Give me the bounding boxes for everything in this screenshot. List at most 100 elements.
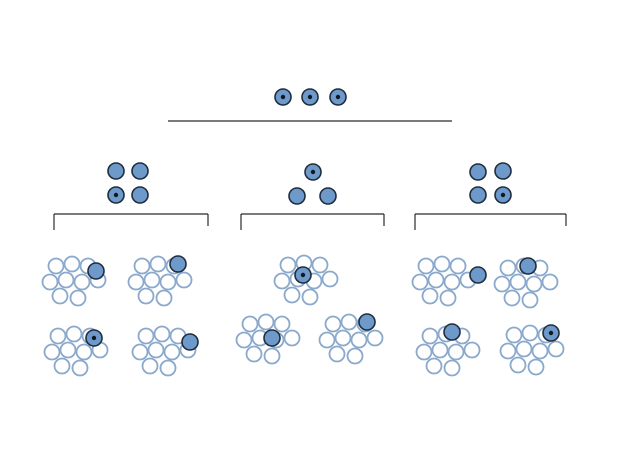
branch-2-group-2-ring-1 (241, 315, 259, 333)
branch-1-group-4-chosen-marble (181, 333, 199, 351)
branch-2-group-1-ring-1 (279, 256, 297, 274)
branch-1-group-2-ring-1 (133, 257, 151, 275)
branch-1-group-1-ring-1 (47, 257, 65, 275)
branch-3-group-4-ring-9 (527, 358, 545, 376)
branch-1-group-2-ring-6 (159, 273, 177, 291)
branch-2-group-2-ring-9 (263, 347, 281, 365)
branch-3-marble-3 (469, 186, 487, 204)
branch-3-group-4-ring-6 (531, 342, 549, 360)
branch-3-group-1-ring-3 (449, 257, 467, 275)
branch-2-marble-1-dot (310, 169, 316, 175)
branch-2-marble-3 (319, 187, 337, 205)
branch-3-group-2-ring-1 (499, 259, 517, 277)
branch-1-group-1-ring-9 (69, 289, 87, 307)
branch-3-group-3-ring-4 (415, 343, 433, 361)
branch-1-group-3-ring-4 (43, 343, 61, 361)
branch-1-group-1-chosen-marble (87, 262, 105, 280)
branch-2-group-1-ring-7 (321, 270, 339, 288)
branch-3-group-2-ring-5 (509, 273, 527, 291)
branch-3-group-2-ring-4 (493, 275, 511, 293)
branch-2-group-3-ring-8 (328, 345, 346, 363)
root-marble-1-dot (280, 94, 286, 100)
branch-2-group-3-ring-4 (318, 331, 336, 349)
branch-3-group-1-ring-6 (443, 273, 461, 291)
branch-1-group-2-ring-7 (175, 271, 193, 289)
branch-1-group-3-ring-8 (53, 357, 71, 375)
branch-2-group-2-chosen-marble (263, 329, 281, 347)
branch-1-group-1-ring-6 (73, 273, 91, 291)
branch-2-group-3-ring-2 (340, 313, 358, 331)
branch-3-group-1-ring-9 (439, 289, 457, 307)
branch-3-group-4-ring-4 (499, 342, 517, 360)
branch-1-group-3-ring-1 (49, 327, 67, 345)
branch-1-group-4-ring-5 (147, 341, 165, 359)
branch-3-group-4-ring-5 (515, 340, 533, 358)
branch-1-group-1-ring-4 (41, 273, 59, 291)
branch-3-group-4-ring-1 (505, 326, 523, 344)
branch-3-group-4-ring-2 (521, 324, 539, 342)
branch-1-marble-4 (131, 186, 149, 204)
branch-3-group-1-ring-4 (411, 273, 429, 291)
branch-2-group-3-ring-7 (366, 329, 384, 347)
branch-2-group-1-ring-4 (273, 272, 291, 290)
branch-3-group-2-ring-7 (541, 273, 559, 291)
branch-2-group-1-ring-8 (283, 286, 301, 304)
branch-2-group-1-ring-3 (311, 256, 329, 274)
branch-1-group-4-ring-1 (137, 327, 155, 345)
branch-1-group-2-chosen-marble (169, 255, 187, 273)
branch-3-group-3-ring-6 (447, 343, 465, 361)
root-marble-2-dot (307, 94, 313, 100)
branch-3-group-2-ring-6 (525, 275, 543, 293)
branch-1-group-3-ring-5 (59, 341, 77, 359)
branch-3-group-1-ring-8 (421, 287, 439, 305)
branch-3-group-3-ring-5 (431, 341, 449, 359)
branch-3-group-2-ring-9 (521, 291, 539, 309)
branch-2-group-3-ring-5 (334, 329, 352, 347)
branch-1-group-2-ring-2 (149, 255, 167, 273)
branch-1-group-2-ring-5 (143, 271, 161, 289)
branch-1-group-1-ring-2 (63, 255, 81, 273)
branch-3-group-1-ring-2 (433, 255, 451, 273)
branch-3-group-1-chosen-marble (469, 266, 487, 284)
branch-1-group-1-ring-8 (51, 287, 69, 305)
branch-2-group-3-chosen-marble (358, 313, 376, 331)
branch-1-group-2-ring-4 (127, 273, 145, 291)
branch-3-group-1-ring-1 (417, 257, 435, 275)
branch-1-group-3-ring-9 (71, 359, 89, 377)
branch-1-group-2-ring-9 (155, 289, 173, 307)
branch-1-group-4-ring-6 (163, 343, 181, 361)
branch-2-group-2-ring-8 (245, 345, 263, 363)
branch-3-marble-4-dot (500, 192, 506, 198)
branch-2-group-3-ring-9 (346, 347, 364, 365)
branch-3-group-4-ring-7 (547, 340, 565, 358)
branch-2-group-2-ring-7 (283, 329, 301, 347)
branch-1-group-3-ring-2 (65, 325, 83, 343)
branch-1-group-3-chosen-marble-dot (91, 335, 97, 341)
branch-1-group-4-ring-4 (131, 343, 149, 361)
branch-1-group-4-ring-8 (141, 357, 159, 375)
branch-3-group-1-ring-5 (427, 271, 445, 289)
branch-3-marble-2 (494, 162, 512, 180)
branch-2-group-2-ring-4 (235, 331, 253, 349)
branch-2-group-3-ring-6 (350, 331, 368, 349)
branch-3-group-3-chosen-marble (443, 323, 461, 341)
branch-1-marble-2 (131, 162, 149, 180)
branch-3-group-3-ring-7 (463, 341, 481, 359)
branch-2-group-1-chosen-marble-dot (300, 272, 306, 278)
branch-3-group-2-chosen-marble (519, 257, 537, 275)
branch-2-group-2-ring-2 (257, 313, 275, 331)
branch-1-group-4-ring-2 (153, 325, 171, 343)
branch-1-marble-3-dot (113, 192, 119, 198)
branch-1-group-3-ring-6 (75, 343, 93, 361)
branch-1-marble-1 (107, 162, 125, 180)
branch-3-group-4-chosen-marble-dot (548, 330, 554, 336)
branch-1-group-1-ring-5 (57, 271, 75, 289)
branch-1-group-4-ring-9 (159, 359, 177, 377)
branch-3-group-4-ring-8 (509, 356, 527, 374)
branch-2-marble-2 (288, 187, 306, 205)
branch-3-group-3-ring-8 (425, 357, 443, 375)
root-marble-3-dot (335, 94, 341, 100)
branch-3-group-2-ring-8 (503, 289, 521, 307)
